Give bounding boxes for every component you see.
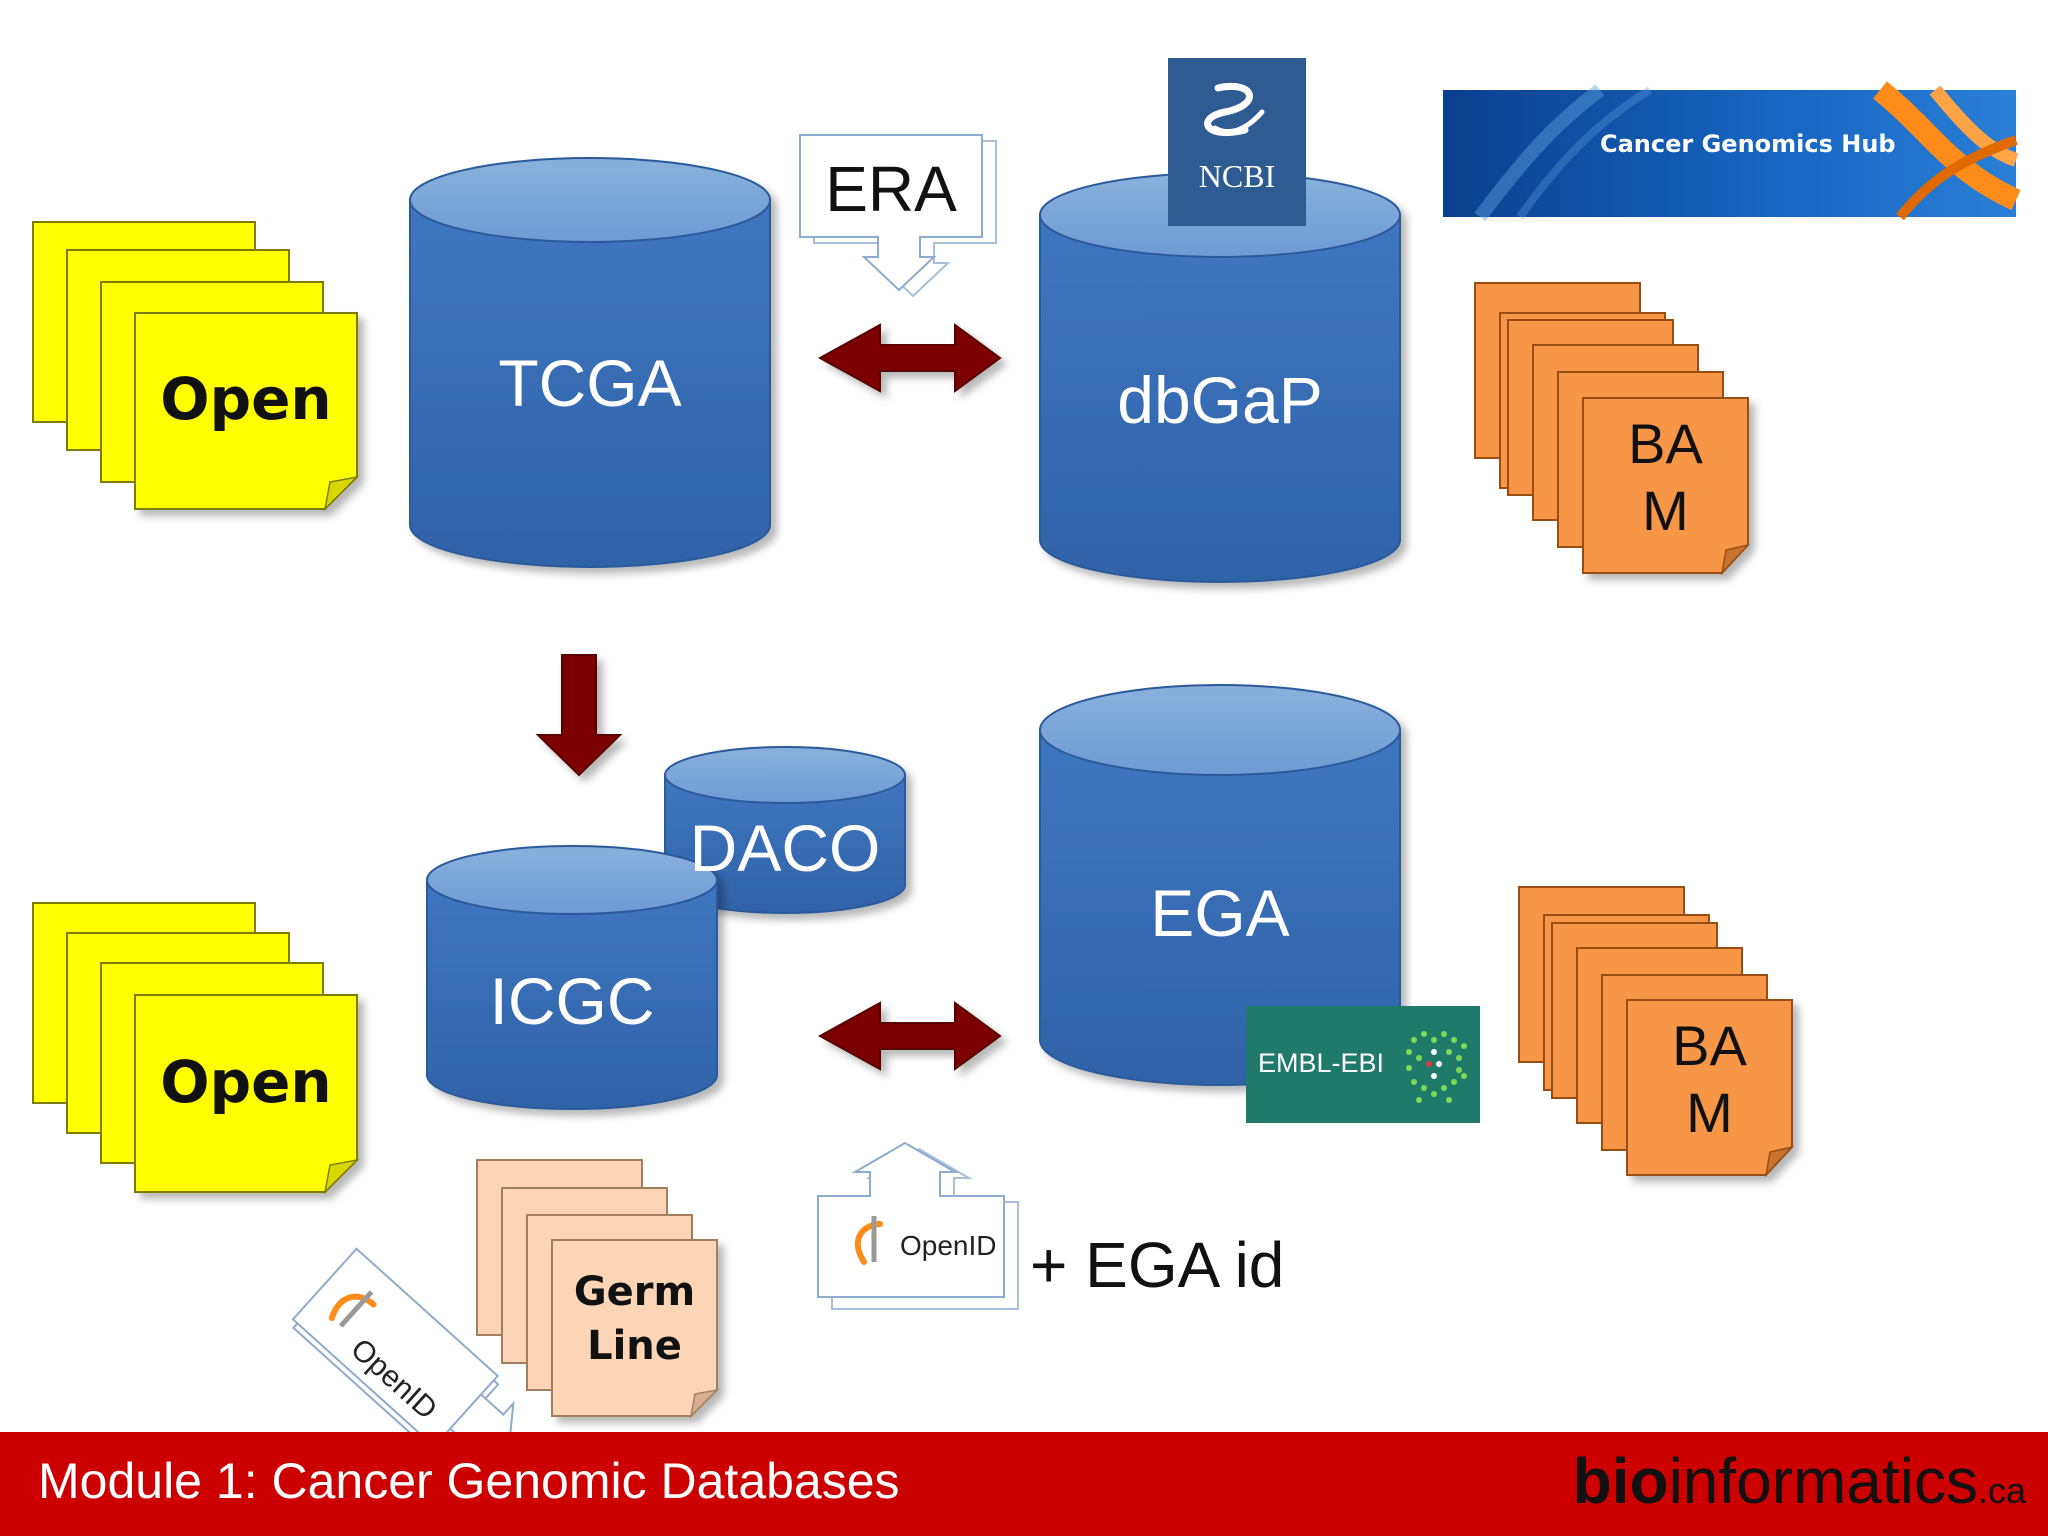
tcga-label: TCGA bbox=[498, 346, 682, 420]
icgc-label: ICGC bbox=[489, 964, 655, 1038]
germline-line2: Line bbox=[587, 1323, 682, 1369]
openid-center-callout bbox=[817, 1141, 1019, 1310]
ncbi-logo-text: NCBI bbox=[1198, 158, 1276, 194]
bam-note-top-label: BA M bbox=[1583, 410, 1748, 544]
icgc-cylinder bbox=[426, 845, 718, 1110]
openid-center-text: OpenID bbox=[900, 1230, 997, 1261]
bam-note-stack-bottom bbox=[1518, 886, 1795, 1178]
footer-title: Module 1: Cancer Genomic Databases bbox=[38, 1453, 900, 1509]
era-callout bbox=[799, 134, 997, 298]
tcga-cylinder bbox=[409, 157, 771, 568]
open-note-bottom-label: Open bbox=[160, 1048, 332, 1116]
tcga-dbgap-double-arrow bbox=[817, 323, 1002, 393]
footer-brand-logo: bioinformatics.ca bbox=[1573, 1444, 2026, 1518]
daco-cylinder bbox=[664, 746, 906, 914]
open-note-top-label: Open bbox=[160, 365, 332, 433]
footer-brand-bold: bio bbox=[1572, 1445, 1669, 1517]
tcga-icgc-down-arrow bbox=[535, 654, 623, 777]
ega-label: EGA bbox=[1150, 876, 1290, 950]
bam-bottom-line1: BA bbox=[1672, 1014, 1747, 1077]
dbgap-label: dbGaP bbox=[1117, 363, 1323, 437]
embl-ebi-logo-text: EMBL-EBI bbox=[1258, 1048, 1385, 1078]
open-note-stack-bottom bbox=[32, 902, 360, 1195]
icgc-ega-double-arrow bbox=[817, 1001, 1002, 1071]
ncbi-logo bbox=[1168, 58, 1306, 226]
bam-top-line2: M bbox=[1642, 479, 1689, 543]
bam-note-bottom-label: BA M bbox=[1627, 1012, 1792, 1146]
cghub-logo-text: Cancer Genomics Hub bbox=[1600, 130, 1896, 158]
ega-id-label: + EGA id bbox=[1030, 1229, 1285, 1301]
footer-bar: Module 1: Cancer Genomic Databases bioin… bbox=[0, 1432, 2048, 1536]
germline-note-stack bbox=[476, 1159, 720, 1419]
daco-label: DACO bbox=[689, 811, 881, 885]
bam-bottom-line2: M bbox=[1686, 1081, 1733, 1145]
cghub-logo bbox=[1443, 81, 2021, 222]
embl-ebi-logo bbox=[1246, 1006, 1480, 1123]
era-label: ERA bbox=[825, 153, 957, 225]
footer-brand-suffix: .ca bbox=[1977, 1470, 2026, 1511]
germline-note-label: Germ Line bbox=[552, 1265, 717, 1373]
open-note-stack-top bbox=[32, 221, 360, 512]
footer-brand-regular: informatics bbox=[1668, 1445, 1978, 1517]
bam-top-line1: BA bbox=[1628, 412, 1703, 475]
germline-line1: Germ bbox=[573, 1269, 696, 1315]
bam-note-stack-top bbox=[1474, 282, 1751, 576]
